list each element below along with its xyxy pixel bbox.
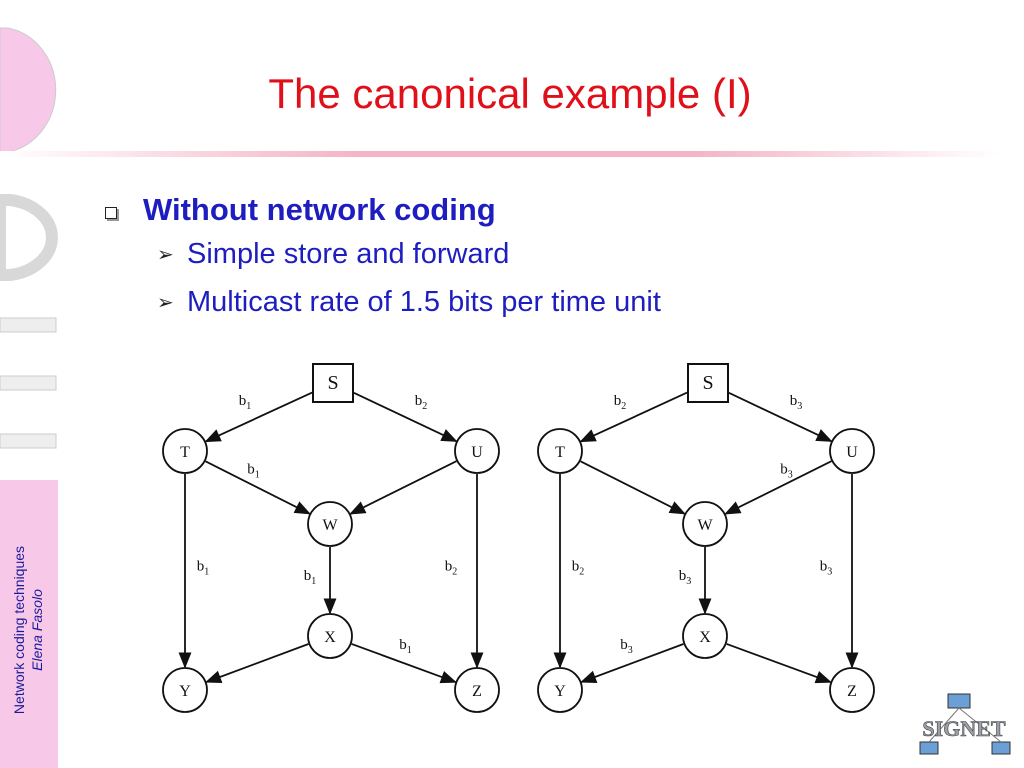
sidebar-band (0, 480, 58, 768)
network-graph: b2 b3 b3 b2 b3 b3 b3 S T U W X Y Z (537, 363, 875, 713)
node-label: W (322, 517, 338, 534)
bullet-list: Without network coding ➢ Simple store an… (105, 190, 905, 334)
sidebar-caption: Network coding techniques Elena Fasolo (10, 505, 50, 755)
node-label: T (180, 444, 190, 461)
source-node (687, 363, 729, 403)
node-u (454, 428, 500, 474)
edge-label: b3 (780, 462, 793, 481)
decorative-shapes (0, 27, 58, 449)
slide-title: The canonical example (I) (268, 70, 752, 117)
edge-arrow-s-t (204, 391, 313, 443)
edge-arrow-x-z (726, 643, 832, 684)
node-label: S (702, 372, 713, 394)
title-divider (0, 151, 1000, 157)
subbullet-text: Multicast rate of 1.5 bits per time unit (187, 286, 661, 318)
subbullet-text: Simple store and forward (187, 238, 510, 270)
node-w (682, 501, 728, 547)
edge-arrow-x-z (351, 643, 457, 684)
edge-arrow-t-w (580, 460, 686, 515)
arrow-bullet-icon: ➢ (157, 292, 174, 314)
node-label: U (471, 444, 483, 461)
arrow-bullet-icon: ➢ (157, 244, 174, 266)
edge-label: b1 (399, 637, 412, 656)
node-z (454, 667, 500, 713)
node-t (537, 428, 583, 474)
edge-label: b3 (679, 568, 692, 587)
edge-label: b2 (572, 559, 585, 578)
node-label: S (327, 372, 338, 394)
node-t (162, 428, 208, 474)
edge-label: b2 (445, 559, 458, 578)
bullet-text: Without network coding (143, 192, 496, 227)
node-label: W (697, 517, 713, 534)
node-label: U (846, 444, 858, 461)
node-z (829, 667, 875, 713)
subbullet-item: ➢ Multicast rate of 1.5 bits per time un… (157, 286, 905, 334)
bullet-item: Without network coding (105, 190, 905, 238)
edge-arrow-x-y (205, 643, 309, 683)
edge-arrow-s-t (579, 391, 688, 443)
edge-arrow-u-w (349, 460, 457, 515)
edge-label: b1 (304, 568, 317, 587)
node-y (537, 667, 583, 713)
edge-label: b2 (415, 393, 428, 412)
logo-text: SIGNET (922, 716, 1005, 741)
left-decoration (0, 0, 62, 768)
subbullet-item: ➢ Simple store and forward (157, 238, 905, 286)
source-node (312, 363, 354, 403)
author-name: Elena Fasolo (29, 589, 45, 671)
node-label: Z (847, 683, 857, 700)
network-graph: b1 b2 b1 b1 b1 b2 b1 S T U W X Y Z (162, 363, 500, 713)
edge-arrow-x-y (580, 643, 684, 683)
edge-label: b2 (614, 393, 627, 412)
edge-arrow-t-w (205, 460, 311, 515)
node-x (682, 613, 728, 659)
checkbox-bullet-icon (105, 207, 117, 219)
node-label: Y (179, 683, 191, 700)
node-w (307, 501, 353, 547)
edge-arrow-u-w (724, 460, 832, 515)
node-label: X (699, 629, 711, 646)
edge-arrow-s-u (353, 392, 458, 442)
node-y (162, 667, 208, 713)
course-name: Network coding techniques (11, 545, 27, 715)
edge-label: b3 (820, 559, 833, 578)
edge-label: b1 (197, 559, 210, 578)
node-x (307, 613, 353, 659)
edge-arrow-s-u (728, 392, 833, 442)
node-u (829, 428, 875, 474)
node-label: Y (554, 683, 566, 700)
node-label: X (324, 629, 336, 646)
edge-label: b1 (239, 393, 252, 412)
network-graph-svg: b1 b2 b1 b1 b1 b2 b1 S T U W X Y Zb2 b3 b3 b2 b3 b3 b3 S T U W X… (162, 363, 875, 713)
node-label: T (555, 444, 565, 461)
edge-label: b3 (790, 393, 803, 412)
edge-label: b3 (620, 637, 633, 656)
signet-logo: SIGNET (919, 693, 1011, 755)
edge-label: b1 (247, 462, 260, 481)
node-label: Z (472, 683, 482, 700)
